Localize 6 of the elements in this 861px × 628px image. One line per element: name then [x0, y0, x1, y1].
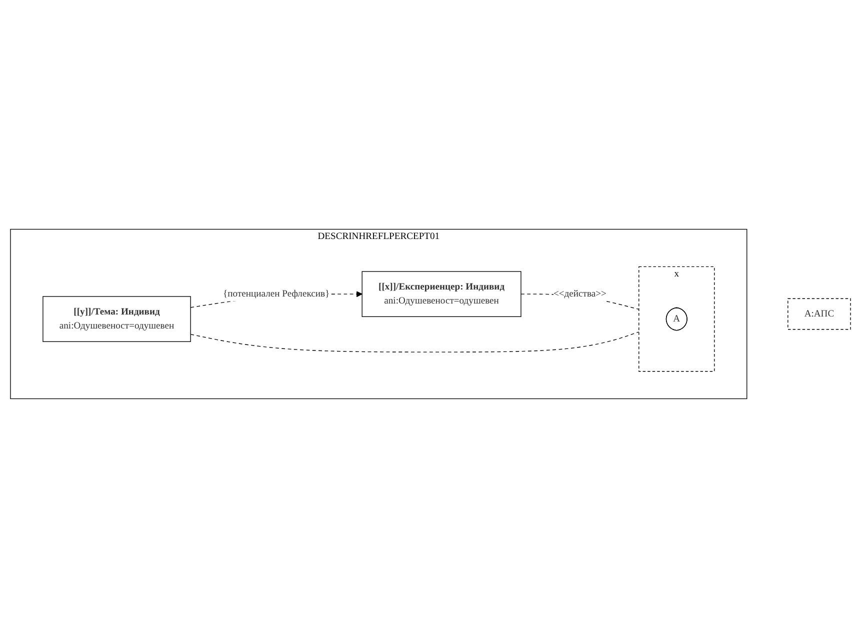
edge-label: {потенциален Рефлексив}: [223, 288, 330, 300]
edge-label: <<действа>>: [553, 288, 606, 300]
node-box: [[x]]/Експериенцер: Индивид ani:Одушевеност=одушевен: [362, 271, 522, 317]
connector: [190, 332, 640, 352]
node-box: A:АПС: [788, 298, 851, 330]
node-box: [[y]]/Тема: Индивид ani:Одушевеност=одушевен: [42, 296, 191, 342]
